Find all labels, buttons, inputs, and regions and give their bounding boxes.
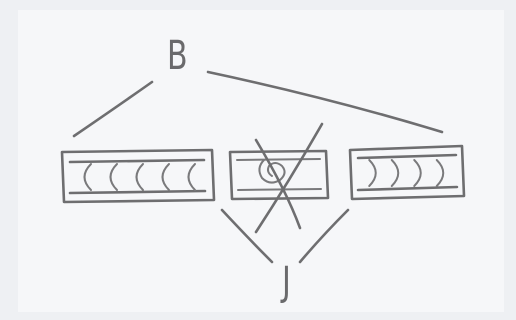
bottom-label: J xyxy=(282,262,291,302)
top-label: B xyxy=(167,36,188,76)
